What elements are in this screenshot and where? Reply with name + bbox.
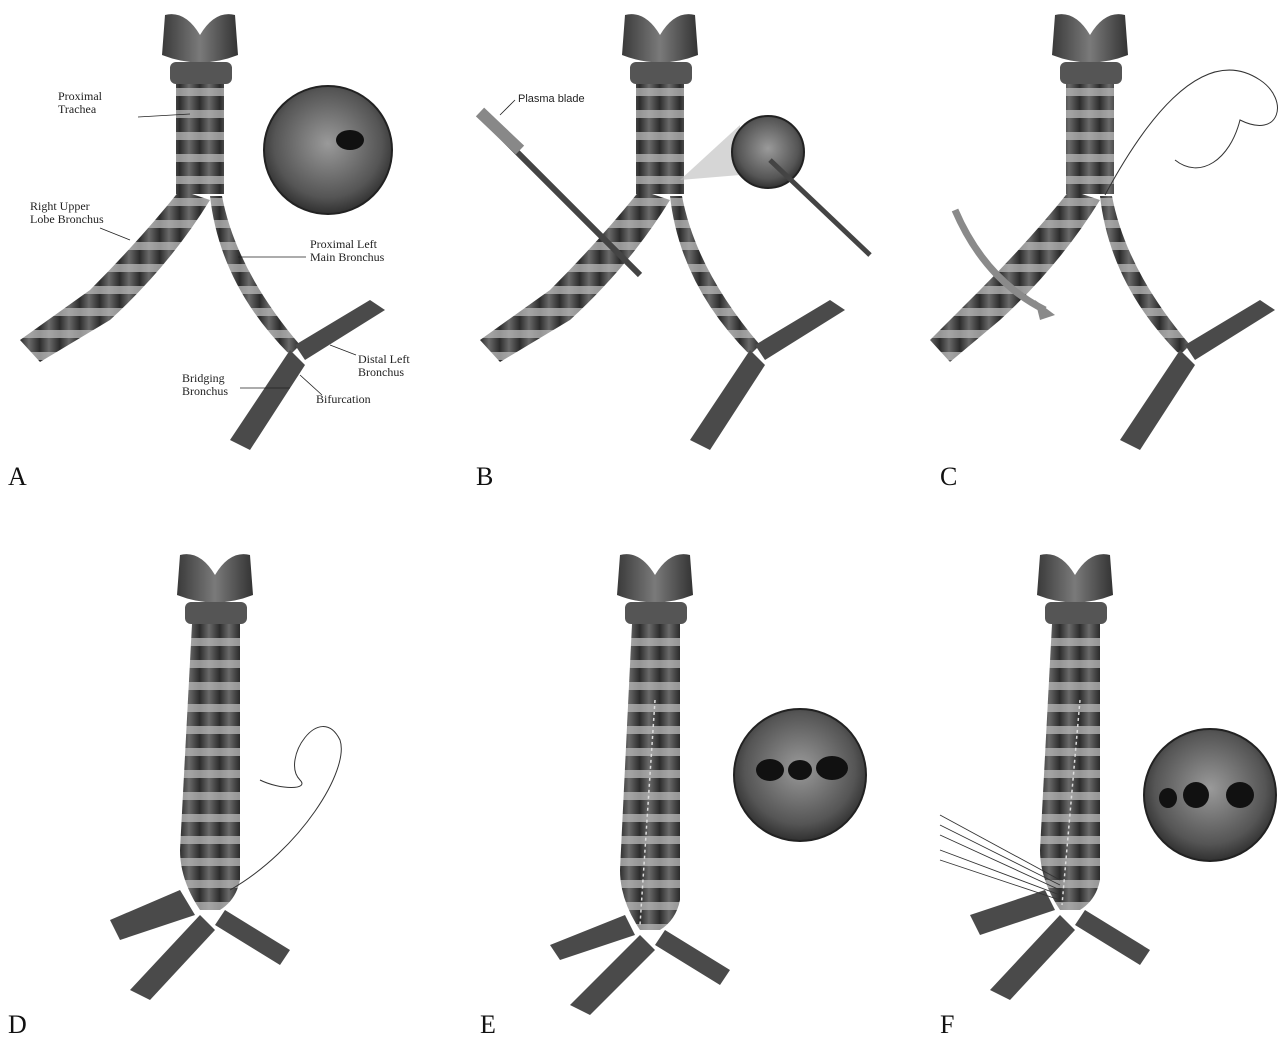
suture-thread — [1105, 70, 1277, 195]
larynx — [622, 14, 698, 84]
bronchoscopic-view-e — [734, 709, 866, 841]
label-proximal-trachea: Proximal Trachea — [58, 90, 102, 116]
larynx — [617, 554, 693, 602]
label-plasma-blade: Plasma blade — [518, 93, 585, 106]
panel-letter-d: D — [8, 1010, 27, 1040]
panel-d — [110, 554, 341, 1000]
panel-f — [940, 554, 1276, 1000]
larynx — [177, 554, 253, 602]
panel-letter-b: B — [476, 462, 493, 492]
left-bronchus — [1100, 196, 1190, 355]
suture-thread — [230, 727, 341, 890]
left-bronchus — [670, 196, 760, 355]
larynx — [1037, 554, 1113, 602]
left-bronchus — [210, 196, 385, 450]
label-proximal-left-main-bronchus: Proximal Left Main Bronchus — [310, 238, 384, 264]
panel-b — [480, 14, 870, 450]
panel-letter-f: F — [940, 1010, 954, 1040]
larynx — [162, 14, 238, 84]
panel-e — [550, 554, 866, 1015]
trachea — [176, 84, 224, 194]
label-right-upper-lobe-bronchus: Right Upper Lobe Bronchus — [30, 200, 104, 226]
reconstructed-airway — [620, 624, 680, 930]
reconstructed-airway — [1040, 624, 1100, 910]
trachea — [1066, 84, 1114, 194]
panel-letter-e: E — [480, 1010, 496, 1040]
label-bifurcation: Bifurcation — [316, 393, 371, 406]
plasma-blade-instrument — [480, 112, 640, 275]
label-distal-left-bronchus: Distal Left Bronchus — [358, 353, 410, 379]
bronchoscopic-view-a — [264, 86, 392, 214]
larynx — [1052, 14, 1128, 62]
label-bridging-bronchus: Bridging Bronchus — [182, 372, 228, 398]
right-bronchus — [480, 190, 670, 362]
reconstructed-airway — [180, 624, 240, 910]
bronchoscopic-view-f — [1144, 729, 1276, 861]
trachea — [636, 84, 684, 194]
panel-c — [930, 14, 1277, 450]
panel-letter-a: A — [8, 462, 27, 492]
panel-letter-c: C — [940, 462, 957, 492]
magnified-view-b — [680, 116, 870, 255]
